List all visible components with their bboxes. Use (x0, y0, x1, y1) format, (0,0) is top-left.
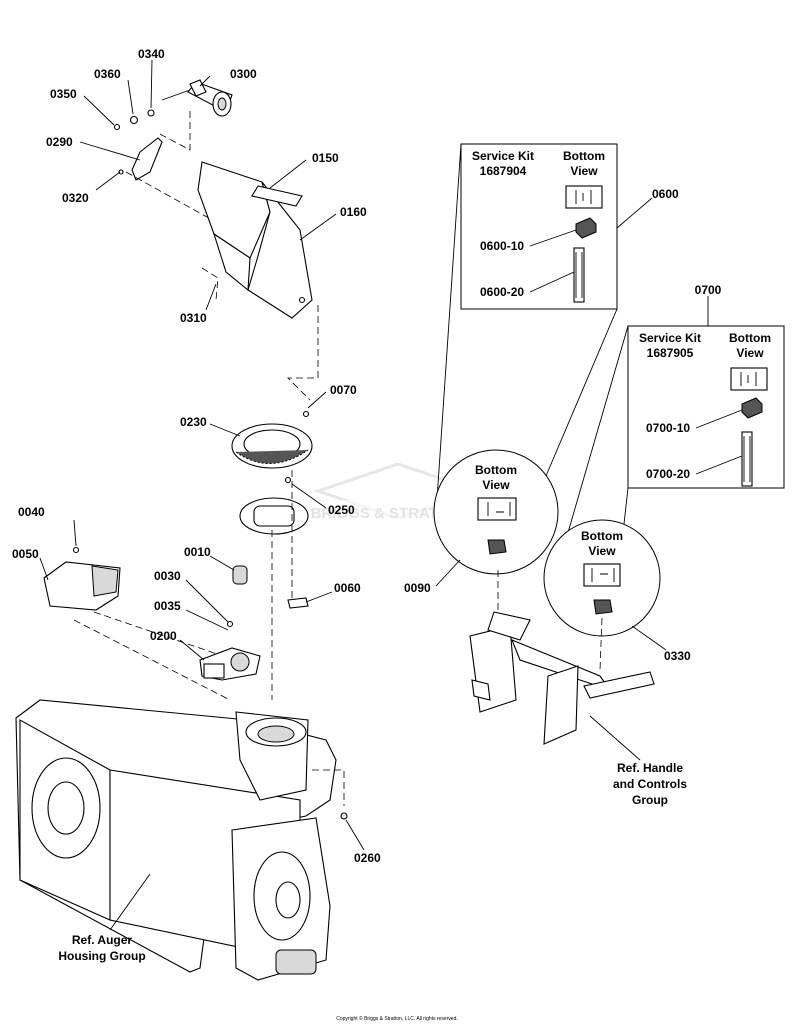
ref-auger-line1: Ref. Auger (72, 933, 133, 947)
kit1-view-line2: View (570, 164, 598, 178)
knob (232, 565, 248, 585)
kit1-part2: 0600-20 (480, 285, 524, 299)
callout-0050: 0050 (12, 547, 39, 561)
handle-group (469, 611, 655, 745)
callout-0070: 0070 (330, 383, 357, 397)
circle-right-line1: Bottom (581, 529, 623, 543)
kit2-number: 1687905 (647, 346, 694, 360)
callout-0310: 0310 (180, 311, 207, 325)
kit1-number: 1687904 (480, 164, 527, 178)
callout-0040: 0040 (18, 505, 45, 519)
callout-0300: 0300 (230, 67, 257, 81)
bolt-0070 (302, 410, 310, 418)
callout-0330: 0330 (664, 649, 691, 663)
kit2-view-line2: View (736, 346, 764, 360)
chute-cap (43, 561, 121, 611)
callout-0250: 0250 (328, 503, 355, 517)
ref-auger-line2: Housing Group (58, 949, 145, 963)
kit1-leader (616, 197, 653, 229)
ref-handle-line3: Group (632, 793, 668, 807)
circle-left-line2: View (482, 478, 510, 492)
callout-0150: 0150 (312, 151, 339, 165)
callout-0320: 0320 (62, 191, 89, 205)
ref-handle-line1: Ref. Handle (617, 761, 683, 775)
kit2-header: Service Kit (639, 331, 701, 345)
kit1-view-line1: Bottom (563, 149, 605, 163)
auger-housing (15, 699, 348, 981)
hardware-stack (113, 109, 155, 175)
chute-ring-gear (231, 423, 313, 469)
circle-left: Bottom View (433, 449, 559, 575)
circle-left-line1: Bottom (475, 463, 517, 477)
copyright-notice: Copyright © Briggs & Stratton, LLC. All … (336, 1015, 458, 1022)
kit2-view-line1: Bottom (729, 331, 771, 345)
chute-drive-assembly (199, 647, 261, 681)
callout-0600: 0600 (652, 187, 679, 201)
motor-bracket (131, 137, 163, 181)
callout-0260: 0260 (354, 851, 381, 865)
callout-0160: 0160 (340, 205, 367, 219)
callout-0290: 0290 (46, 135, 73, 149)
callout-0340: 0340 (138, 47, 165, 61)
kit1-box: Service Kit 1687904 Bottom View 0600-10 … (460, 143, 618, 310)
callout-leaders (39, 59, 365, 931)
ref-handle-line2: and Controls (613, 777, 687, 791)
callout-0350: 0350 (50, 87, 77, 101)
chute-keeper (287, 597, 309, 609)
callout-0200: 0200 (150, 629, 177, 643)
kit2-box: Service Kit 1687905 Bottom View 0700-10 … (627, 325, 785, 489)
circle-right: Bottom View (543, 519, 661, 637)
kit1-part1: 0600-10 (480, 239, 524, 253)
callout-0030: 0030 (154, 569, 181, 583)
kit1-header: Service Kit (472, 149, 534, 163)
callout-0060: 0060 (334, 581, 361, 595)
callout-0090: 0090 (404, 581, 431, 595)
callout-0035: 0035 (154, 599, 181, 613)
callout-0010: 0010 (184, 545, 211, 559)
kit2-part2: 0700-20 (646, 467, 690, 481)
kit2-part1: 0700-10 (646, 421, 690, 435)
callout-0700: 0700 (695, 283, 722, 297)
callout-0360: 0360 (94, 67, 121, 81)
watermark-text: BRIGGS & STRATTON (311, 505, 470, 522)
callout-0230: 0230 (180, 415, 207, 429)
chute-seal (239, 497, 309, 535)
chute-deflector (197, 161, 313, 319)
chute-rotator-motor (161, 79, 233, 117)
circle-right-line2: View (588, 544, 616, 558)
